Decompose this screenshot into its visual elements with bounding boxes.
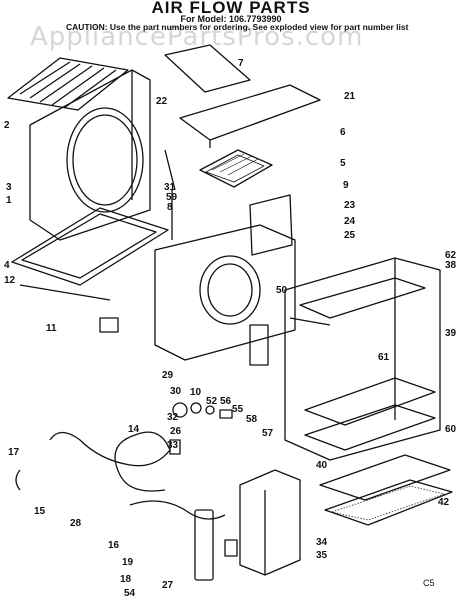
callout-25: 25 [344,230,356,241]
callout-52: 52 [206,396,218,407]
top-cover-plate [164,44,321,148]
callout-28: 28 [70,518,82,529]
callout-34: 34 [316,537,328,548]
air-filter [199,149,273,188]
diagram-title: AIR FLOW PARTS [151,0,311,17]
callout-29: 29 [162,370,174,381]
callout-55: 55 [232,404,244,415]
callout-39: 39 [445,328,457,339]
top-grille-panel [7,57,129,111]
callout-labels: 1234567891011121415161718192122232425262… [4,58,457,599]
callout-12: 12 [4,275,16,286]
callout-31: 31 [164,182,176,193]
callout-1: 1 [6,195,12,206]
small-parts [99,149,269,455]
callout-18: 18 [120,574,132,585]
callout-38: 38 [445,260,457,271]
callout-10: 10 [190,387,202,398]
callout-8: 8 [167,202,173,213]
control-box [194,469,301,581]
blower-bulkhead [154,194,296,361]
callout-35: 35 [316,550,328,561]
callout-21: 21 [344,91,356,102]
callout-16: 16 [108,540,120,551]
callout-22: 22 [156,96,168,107]
base-pan [11,207,169,301]
shelf-plates [304,377,453,526]
callout-14: 14 [128,424,140,435]
callout-5: 5 [340,158,346,169]
watermark-text: AppliancePartsPros.com [30,22,364,52]
callout-17: 17 [8,447,20,458]
callout-9: 9 [343,180,349,191]
callout-42: 42 [438,497,450,508]
callout-58: 58 [246,414,258,425]
callout-6: 6 [340,127,346,138]
callout-57: 57 [262,428,274,439]
callout-40: 40 [316,460,328,471]
diagram-code: C5 [423,578,435,588]
cabinet-shell [284,257,441,461]
callout-3: 3 [6,182,12,193]
callout-15: 15 [34,506,46,517]
callout-2: 2 [4,120,10,131]
callout-27: 27 [162,580,174,591]
callout-54: 54 [124,588,136,599]
callout-59: 59 [166,192,178,203]
callout-61: 61 [378,352,390,363]
callout-62: 62 [445,250,457,261]
callout-33: 33 [167,440,179,451]
callout-7: 7 [238,58,244,69]
callout-19: 19 [122,557,134,568]
callout-23: 23 [344,200,356,211]
callout-24: 24 [344,216,356,227]
callout-26: 26 [170,426,182,437]
callout-11: 11 [46,323,57,334]
callout-30: 30 [170,386,182,397]
callout-32: 32 [167,412,179,423]
callout-60: 60 [445,424,457,435]
caution-note: CAUTION: Use the part numbers for orderi… [66,22,409,32]
callout-50: 50 [276,285,288,296]
model-number: For Model: 106.7793990 [180,14,282,24]
fan-housing [29,69,151,241]
power-cord [15,431,226,520]
callout-56: 56 [220,396,232,407]
callout-4: 4 [4,260,10,271]
